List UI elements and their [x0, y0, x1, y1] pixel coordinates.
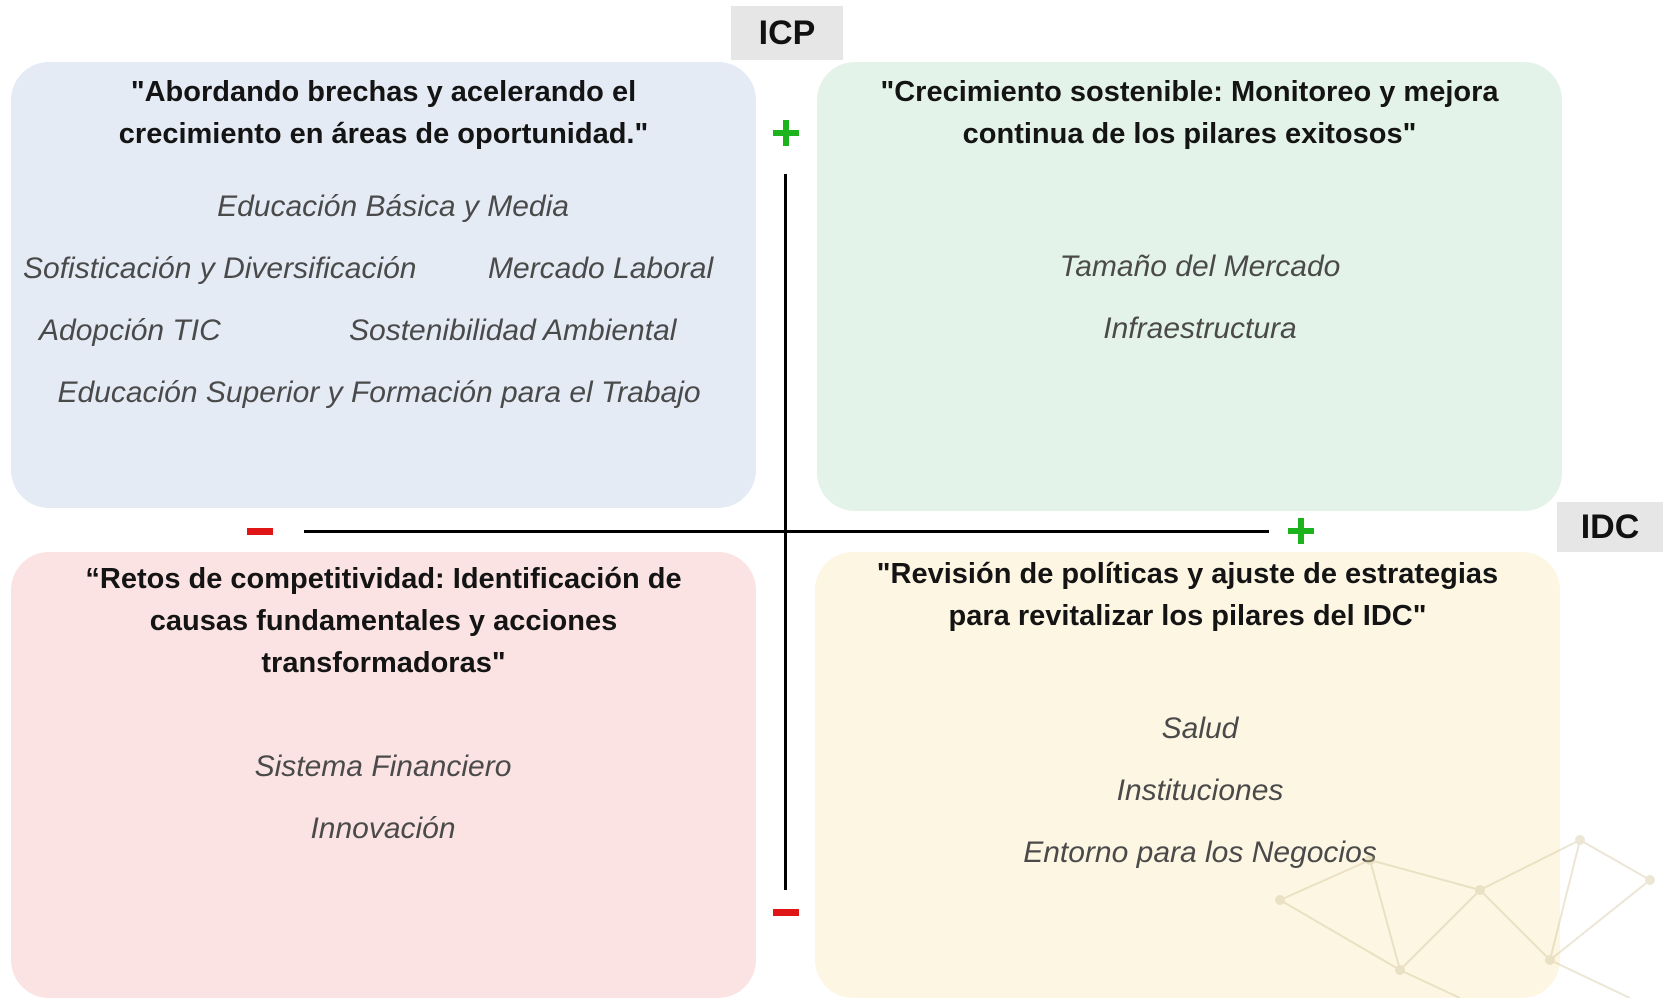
quadrant-top-left-title: "Abordando brechas y acelerando el creci… [11, 71, 756, 155]
quadrant-title-line: crecimiento en áreas de oportunidad." [118, 118, 649, 150]
quadrant-title-line: continua de los pilares exitosos" [962, 118, 1417, 150]
quadrant-title-line: para revitalizar los pilares del IDC" [948, 600, 1427, 632]
pillar-item: Entorno para los Negocios [1023, 836, 1377, 869]
quadrant-bottom-left: “Retos de competitividad: Identificación… [11, 552, 756, 998]
pillar-item: Educación Básica y Media [217, 190, 569, 223]
quadrant-top-right: "Crecimiento sostenible: Monitoreo y mej… [817, 62, 1562, 511]
quadrant-title-line: "Abordando brechas y acelerando el [130, 76, 637, 108]
idc-plus-icon [1288, 518, 1314, 544]
pillar-item: Instituciones [1116, 774, 1284, 807]
pillar-item: Educación Superior y Formación para el T… [57, 376, 701, 409]
quadrant-title-line: “Retos de competitividad: Identificación… [85, 563, 682, 595]
pillar-item: Infraestructura [1103, 312, 1297, 345]
quadrant-title-line: causas fundamentales y acciones [149, 605, 618, 637]
pillar-item: Adopción TIC [39, 314, 221, 347]
pillar-item: Sostenibilidad Ambiental [349, 314, 677, 347]
network-watermark-icon [1275, 835, 1655, 998]
idc-horizontal-axis [304, 530, 1269, 533]
pillar-item: Salud [1161, 712, 1239, 745]
quadrant-top-left: "Abordando brechas y acelerando el creci… [11, 62, 756, 508]
idc-minus-icon [247, 528, 273, 535]
icp-plus-icon [773, 120, 799, 146]
quadrant-bottom-right-title: "Revisión de políticas y ajuste de estra… [815, 553, 1560, 637]
pillar-item: Mercado Laboral [488, 252, 714, 285]
idc-axis-label: IDC [1557, 502, 1663, 552]
pillar-item: Innovación [310, 812, 456, 845]
quadrant-bottom-left-title: “Retos de competitividad: Identificación… [11, 558, 756, 684]
pillar-item: Sistema Financiero [254, 750, 512, 783]
quadrant-bottom-right: "Revisión de políticas y ajuste de estra… [815, 552, 1560, 998]
quadrant-top-right-title: "Crecimiento sostenible: Monitoreo y mej… [817, 71, 1562, 155]
pillar-item: Tamaño del Mercado [1059, 250, 1341, 283]
pillar-item: Sofisticación y Diversificación [23, 252, 417, 285]
icp-axis-label: ICP [731, 6, 843, 60]
quadrant-title-line: "Revisión de políticas y ajuste de estra… [876, 558, 1499, 590]
quadrant-title-line: transformadoras" [261, 647, 506, 679]
icp-minus-icon [773, 909, 799, 916]
quadrant-title-line: "Crecimiento sostenible: Monitoreo y mej… [880, 76, 1499, 108]
